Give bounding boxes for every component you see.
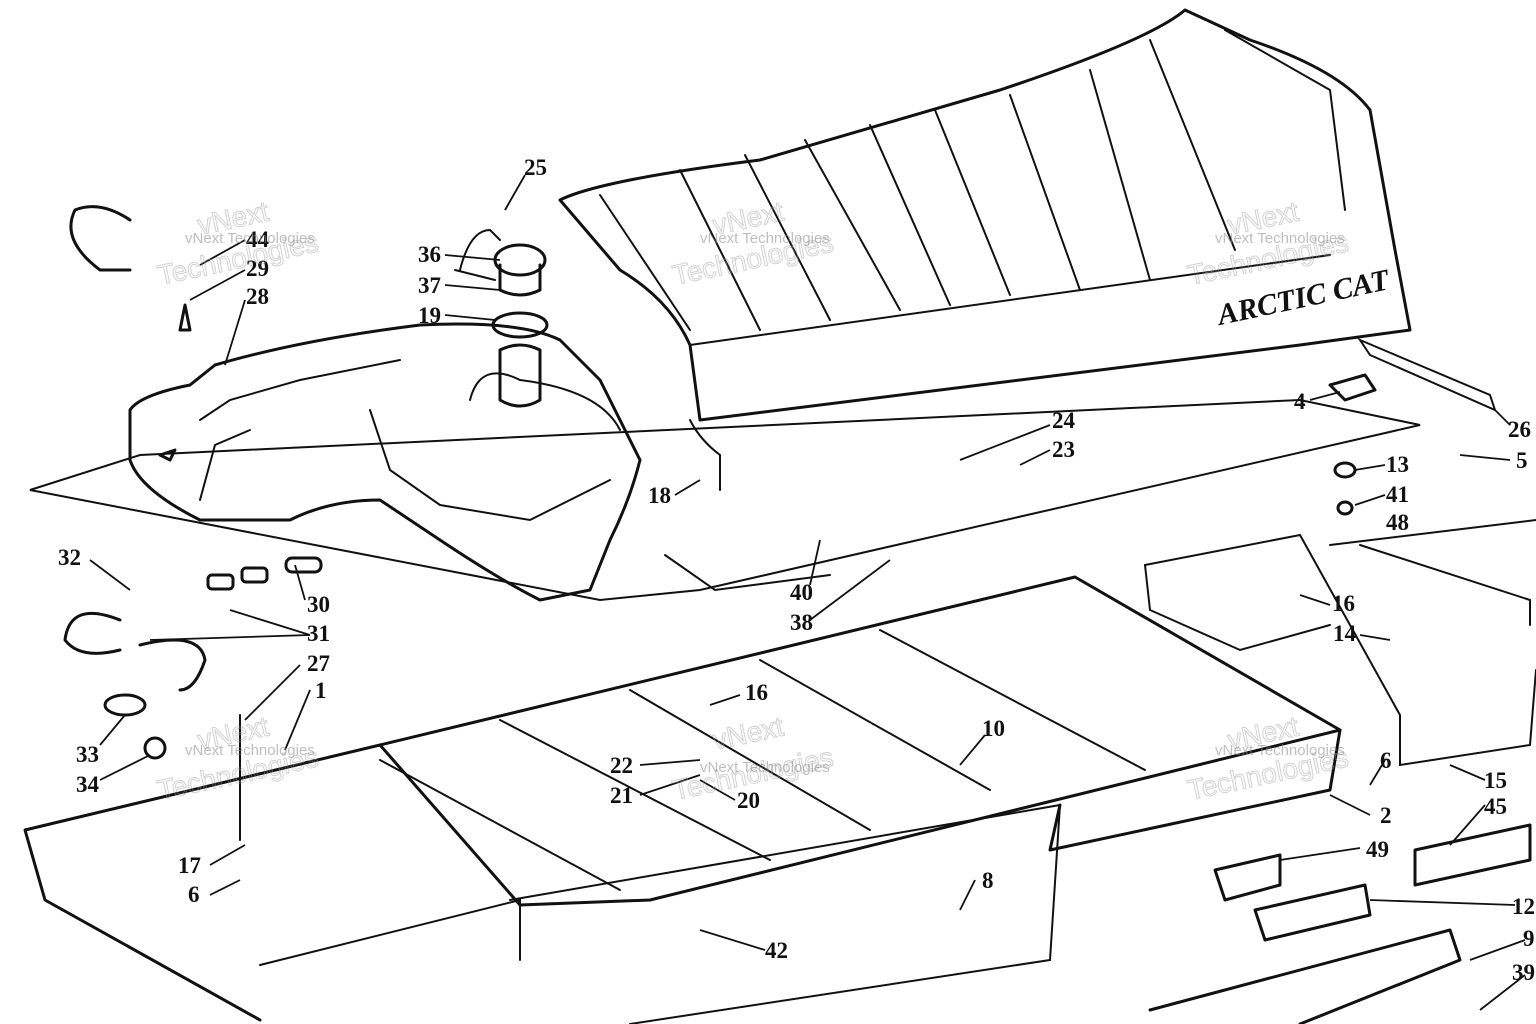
watermarks: vNext Technologies vNext Technologies vN… xyxy=(154,195,1351,806)
callout-33: 33 xyxy=(76,742,99,767)
callout-14: 14 xyxy=(1333,621,1357,646)
callout-13: 13 xyxy=(1386,452,1409,477)
callout-15: 15 xyxy=(1484,768,1507,793)
watermark-small-6: vNext Technologies xyxy=(1215,742,1345,759)
callout-45: 45 xyxy=(1484,794,1507,819)
callout-31: 31 xyxy=(307,621,330,646)
callout-36: 36 xyxy=(418,242,441,267)
callout-39: 39 xyxy=(1512,960,1535,985)
watermark-small-2: vNext Technologies xyxy=(700,230,830,247)
callout-9: 9 xyxy=(1523,926,1535,951)
watermark-small-3: vNext Technologies xyxy=(1215,230,1345,247)
watermark-big-5a: vNext xyxy=(710,711,787,756)
callout-38: 38 xyxy=(790,610,813,635)
callout-labels: 25 44 29 28 36 37 19 18 24 23 4 26 5 13 … xyxy=(58,155,1535,985)
callout-2: 2 xyxy=(1380,803,1392,828)
watermark-small-1: vNext Technologies xyxy=(185,230,315,247)
callout-44: 44 xyxy=(246,227,270,252)
console-cover xyxy=(128,322,642,602)
callout-10: 10 xyxy=(982,716,1005,741)
leader-lines xyxy=(89,174,1526,1011)
callout-19: 19 xyxy=(418,303,441,328)
callout-16-upper: 16 xyxy=(1332,591,1355,616)
watermark-small-5: vNext Technologies xyxy=(700,759,830,776)
callout-23: 23 xyxy=(1052,437,1075,462)
fuel-cap-assembly xyxy=(454,228,549,408)
callout-8: 8 xyxy=(982,868,994,893)
callout-1: 1 xyxy=(315,678,327,703)
callout-49: 49 xyxy=(1366,837,1389,862)
callout-5: 5 xyxy=(1516,448,1528,473)
callout-28: 28 xyxy=(246,284,269,309)
tunnel-deck xyxy=(23,519,1536,1024)
callout-20: 20 xyxy=(737,788,760,813)
callout-42: 42 xyxy=(765,938,788,963)
callout-27: 27 xyxy=(307,651,330,676)
callout-37: 37 xyxy=(418,273,441,298)
callout-41: 41 xyxy=(1386,482,1409,507)
callout-26: 26 xyxy=(1508,417,1531,442)
right-parts xyxy=(1148,373,1532,1024)
callout-18: 18 xyxy=(648,483,671,508)
callout-25: 25 xyxy=(524,155,547,180)
callout-40: 40 xyxy=(790,580,813,605)
callout-48: 48 xyxy=(1386,510,1409,535)
callout-32: 32 xyxy=(58,545,81,570)
callout-21: 21 xyxy=(610,783,633,808)
callout-16-lower: 16 xyxy=(745,680,768,705)
seat: ARCTIC CAT xyxy=(558,8,1497,491)
callout-4: 4 xyxy=(1294,389,1306,414)
callout-22: 22 xyxy=(610,753,633,778)
watermark-small-4: vNext Technologies xyxy=(185,742,315,759)
seat-base-plate xyxy=(29,398,1421,602)
callout-30: 30 xyxy=(307,592,330,617)
callout-17: 17 xyxy=(178,853,201,878)
callout-24: 24 xyxy=(1052,408,1076,433)
callout-12: 12 xyxy=(1512,894,1535,919)
callout-6-left: 6 xyxy=(188,882,200,907)
callout-29: 29 xyxy=(246,256,269,281)
callout-6-right: 6 xyxy=(1380,748,1392,773)
callout-34: 34 xyxy=(76,772,100,797)
